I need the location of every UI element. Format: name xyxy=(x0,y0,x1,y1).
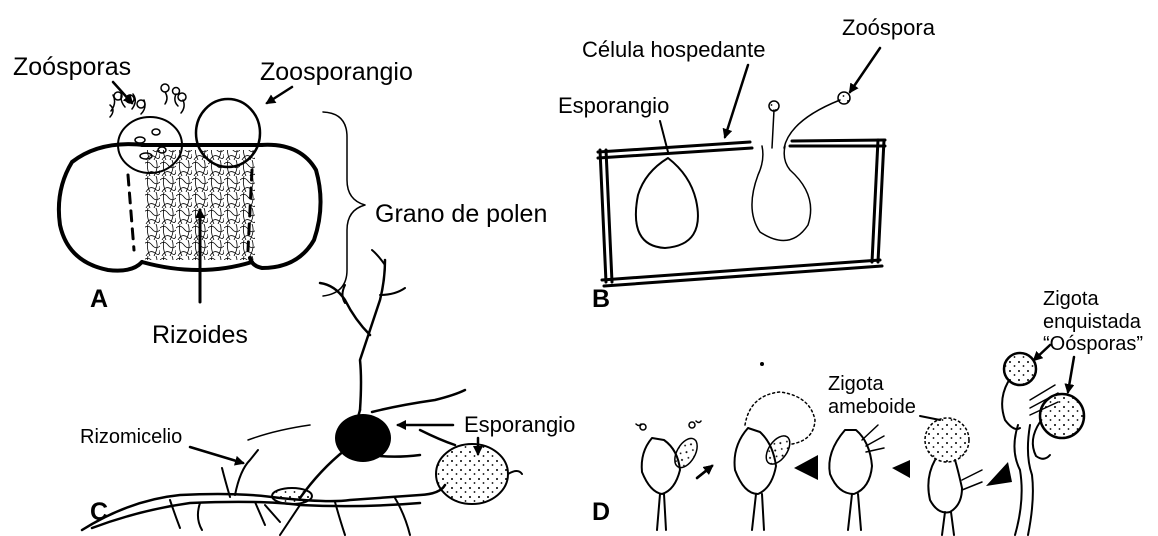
rizoides-label: Rizoides xyxy=(152,321,248,349)
grano-de-polen-brace xyxy=(323,112,365,296)
celula-hospedante-label: Célula hospedante xyxy=(582,37,765,62)
panel-c-letter: C xyxy=(90,498,108,526)
pollen-grain-drawing xyxy=(59,84,321,271)
stage-2-arrow xyxy=(794,455,818,480)
esporangio-c-label: Esporangio xyxy=(464,412,575,437)
esporangio-b-label: Esporangio xyxy=(558,93,669,118)
zoospora-label: Zoóspora xyxy=(842,15,936,40)
rhizomycelium-drawing xyxy=(82,250,522,535)
panel-c: Rizomicelio Esporangio C xyxy=(80,250,575,535)
zigota-enquistada-label-1: Zigota xyxy=(1043,288,1099,310)
stage-3-arrow xyxy=(892,460,910,478)
zigota-enquistada-arrow-2 xyxy=(1068,357,1074,392)
grano-de-polen-label: Grano de polen xyxy=(375,200,547,228)
zoosporas-label: Zoósporas xyxy=(13,53,131,81)
panel-b-letter: B xyxy=(592,285,610,313)
zigota-enquistada-label-2: enquistada xyxy=(1043,311,1142,333)
zigota-ameboide-label-2: ameboide xyxy=(828,396,916,418)
stage-4-arrow xyxy=(986,462,1012,486)
zoospora-arrow xyxy=(850,48,880,92)
rizomicelio-arrow xyxy=(190,447,243,463)
zoosporangio-arrow xyxy=(267,87,292,103)
panel-b: Célula hospedante Zoóspora Esporangio B xyxy=(558,15,936,313)
stage-1-arrow xyxy=(697,466,712,478)
celula-hospedante-arrow xyxy=(725,65,748,137)
panel-a-letter: A xyxy=(90,285,108,313)
zigota-ameboide-label-1: Zigota xyxy=(828,373,884,395)
panel-a: Zoósporas Zoosporangio Grano de polen Ri… xyxy=(13,53,547,349)
zigota-ameboide-pointer xyxy=(920,416,940,420)
zoosporangio-label: Zoosporangio xyxy=(260,58,413,86)
panel-d: Zigota ameboide Zigota enquistada “Oóspo… xyxy=(592,288,1143,535)
rizomicelio-label: Rizomicelio xyxy=(80,426,182,448)
host-cell-drawing xyxy=(598,92,885,286)
resting-sporangium xyxy=(335,414,391,462)
panel-d-letter: D xyxy=(592,498,610,526)
zigota-enquistada-label-3: “Oósporas” xyxy=(1043,333,1143,355)
